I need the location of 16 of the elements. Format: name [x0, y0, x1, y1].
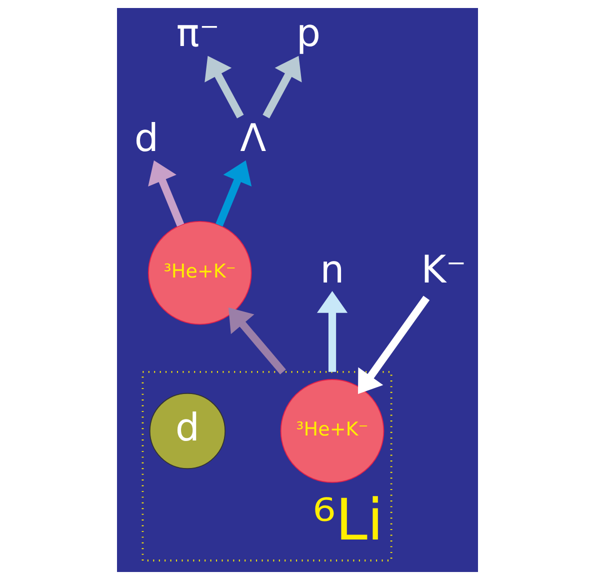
arrow: [216, 160, 252, 227]
node-text: π⁻: [176, 11, 220, 56]
arrow: [262, 56, 302, 118]
arrow: [358, 296, 430, 394]
node-circle: ³He+K⁻: [148, 220, 252, 325]
arrow: [316, 291, 348, 372]
arrow: [228, 308, 286, 374]
node-text: n: [320, 247, 344, 292]
node-text: K⁻: [421, 247, 466, 292]
node-text: Λ: [240, 116, 266, 160]
arrow: [204, 56, 244, 118]
node-text: p: [296, 11, 321, 56]
arrow: [148, 160, 184, 227]
node-circle: d: [149, 392, 226, 470]
node-text: d: [134, 116, 159, 160]
node-circle: ³He+K⁻: [280, 379, 384, 483]
